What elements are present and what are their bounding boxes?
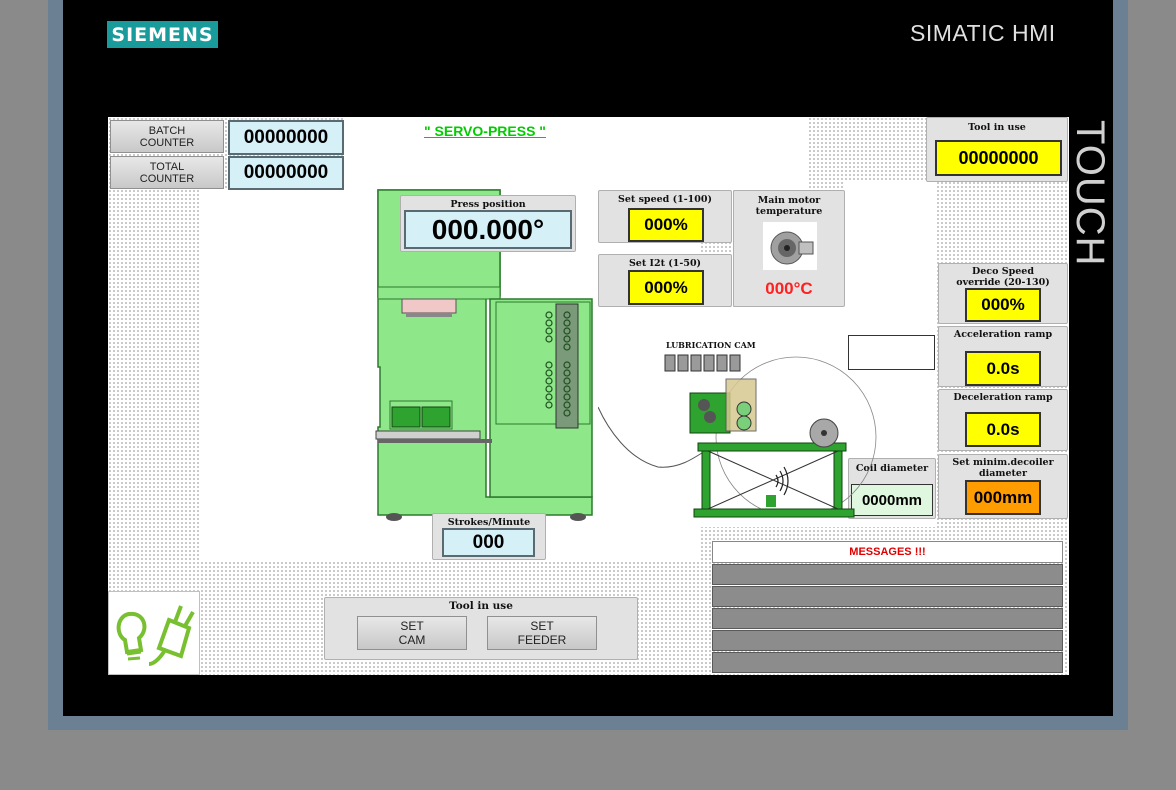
set-i2t-panel: Set I2t (1-50) 000% <box>598 254 732 307</box>
press-position-panel: Press position 000.000° <box>400 195 576 252</box>
message-row[interactable] <box>712 630 1063 651</box>
tool-in-use-panel: Tool in use 00000000 <box>926 117 1068 182</box>
page-title: " SERVO-PRESS " <box>424 123 546 139</box>
lamp-plug-panel[interactable] <box>108 591 200 675</box>
motor-temperature-label: Main motor temperature <box>755 195 823 217</box>
motor-temperature-panel: Main motor temperature 000°C <box>733 190 845 307</box>
set-feeder-button[interactable]: SET FEEDER <box>487 616 597 650</box>
set-i2t-value[interactable]: 000% <box>628 270 704 305</box>
total-counter-button[interactable]: TOTAL COUNTER <box>110 156 224 189</box>
motor-icon <box>763 222 817 270</box>
deco-speed-label: Deco Speed override (20-130) <box>956 266 1050 288</box>
set-i2t-label: Set I2t (1-50) <box>628 258 702 269</box>
empty-display-field <box>848 335 935 370</box>
messages-header: MESSAGES !!! <box>712 541 1063 563</box>
min-decoiler-label: Set minim.decoiler diameter <box>952 457 1054 479</box>
message-row[interactable] <box>712 608 1063 629</box>
set-speed-label: Set speed (1-100) <box>617 194 712 205</box>
tool-in-use-bottom-panel: Tool in use SET CAM SET FEEDER <box>324 597 638 660</box>
hmi-screen: " SERVO-PRESS " BATCH COUNTER 00000000 T… <box>108 117 1069 675</box>
message-row[interactable] <box>712 652 1063 673</box>
tool-in-use-label: Tool in use <box>968 122 1026 133</box>
tool-in-use-bottom-label: Tool in use <box>449 600 513 612</box>
siemens-logo: SIEMENS <box>107 21 218 48</box>
deceleration-ramp-panel: Deceleration ramp 0.0s <box>938 389 1068 451</box>
touch-label: TOUCH <box>1068 120 1112 267</box>
acceleration-ramp-label: Acceleration ramp <box>953 329 1053 340</box>
acceleration-ramp-panel: Acceleration ramp 0.0s <box>938 326 1068 387</box>
min-decoiler-panel: Set minim.decoiler diameter 000mm <box>938 454 1068 519</box>
press-position-label: Press position <box>450 199 526 210</box>
lubrication-cam-label: LUBRICATION CAM <box>666 340 756 350</box>
tool-in-use-value[interactable]: 00000000 <box>935 140 1062 176</box>
strokes-minute-panel: Strokes/Minute 000 <box>432 513 546 560</box>
batch-counter-value: 00000000 <box>228 120 344 155</box>
message-row[interactable] <box>712 586 1063 607</box>
deceleration-ramp-label: Deceleration ramp <box>953 392 1053 403</box>
top-blank <box>608 117 808 132</box>
right-blank <box>844 181 936 321</box>
strokes-minute-label: Strokes/Minute <box>447 517 531 528</box>
motor-temperature-value: 000°C <box>765 279 813 298</box>
coil-diameter-label: Coil diameter <box>855 463 929 474</box>
coil-diameter-panel: Coil diameter 0000mm <box>848 458 936 519</box>
press-position-value: 000.000° <box>404 210 572 249</box>
coil-diameter-value: 0000mm <box>851 484 933 516</box>
top-blank-2 <box>598 132 808 190</box>
batch-counter-button[interactable]: BATCH COUNTER <box>110 120 224 153</box>
deco-speed-panel: Deco Speed override (20-130) 000% <box>938 263 1068 324</box>
strokes-minute-value: 000 <box>442 528 535 557</box>
deco-speed-value[interactable]: 000% <box>965 288 1041 322</box>
decoiler-illustration <box>598 354 877 518</box>
lightbulb-plug-icon <box>116 605 195 666</box>
deceleration-ramp-value[interactable]: 0.0s <box>965 412 1041 447</box>
set-cam-button[interactable]: SET CAM <box>357 616 467 650</box>
message-row[interactable] <box>712 564 1063 585</box>
title-area <box>344 117 608 190</box>
total-counter-value: 00000000 <box>228 156 344 190</box>
set-speed-panel: Set speed (1-100) 000% <box>598 190 732 243</box>
simatic-hmi-label: SIMATIC HMI <box>910 20 1056 46</box>
min-decoiler-value[interactable]: 000mm <box>965 480 1041 515</box>
acceleration-ramp-value[interactable]: 0.0s <box>965 351 1041 386</box>
set-speed-value[interactable]: 000% <box>628 208 704 242</box>
